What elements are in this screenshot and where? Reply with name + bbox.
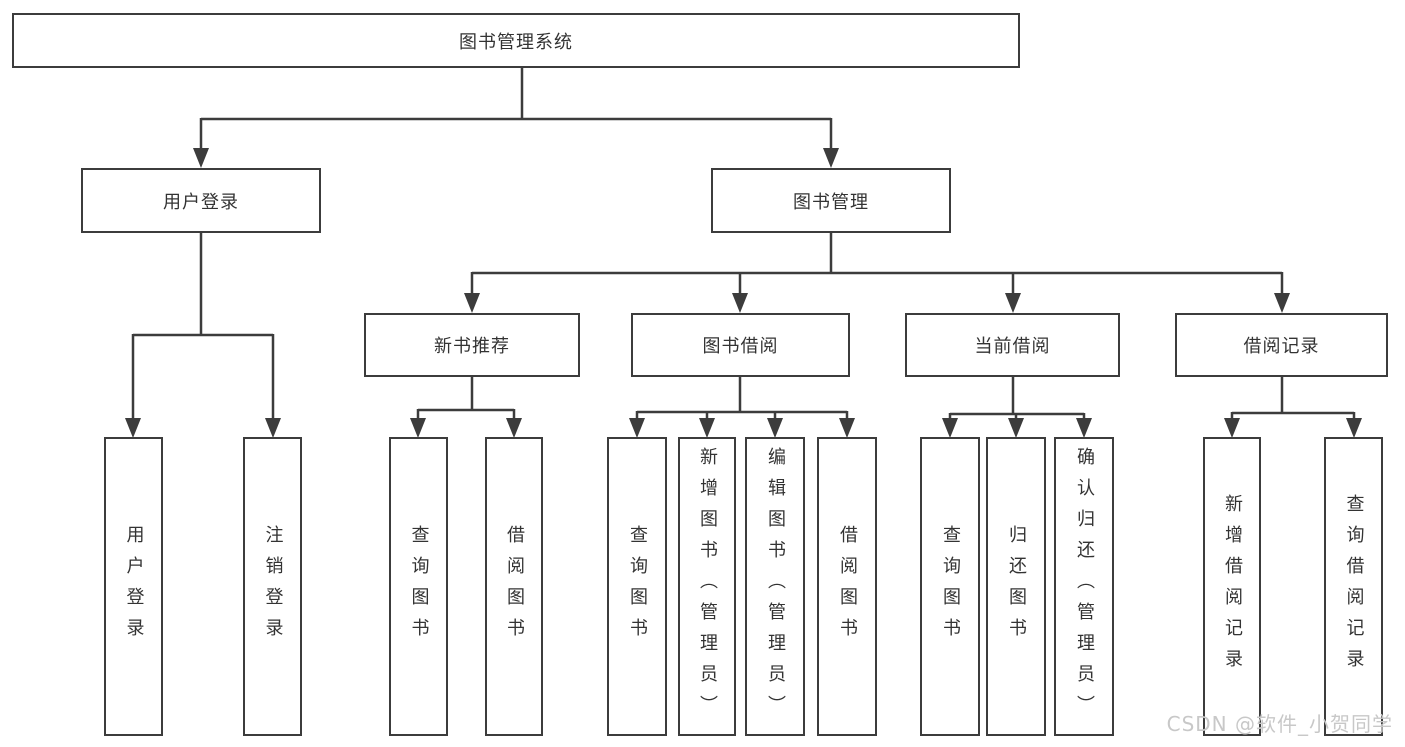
arrow-down-icon xyxy=(125,418,141,438)
leaf-label: 查询图书 xyxy=(627,524,648,649)
arrow-down-icon xyxy=(732,293,748,313)
csdn-watermark: CSDN @软件_小贺同学 xyxy=(1166,712,1393,736)
arrow-down-icon xyxy=(767,418,783,438)
node-book-management: 图书管理 xyxy=(711,168,951,233)
node-label: 图书借阅 xyxy=(702,336,779,357)
leaf-logout: 注销登录 xyxy=(243,437,302,736)
leaf-label: 注销登录 xyxy=(262,524,284,649)
leaf-label: 确认归还（管理员） xyxy=(1074,447,1095,726)
leaf-borrow-books: 借阅图书 xyxy=(817,437,877,736)
leaf-label: 编辑图书（管理员） xyxy=(765,447,786,726)
arrow-down-icon xyxy=(1008,418,1024,438)
node-new-book-recommend: 新书推荐 xyxy=(364,313,580,377)
leaf-add-borrow-record: 新增借阅记录 xyxy=(1203,437,1261,736)
leaf-query-borrow-record: 查询借阅记录 xyxy=(1324,437,1383,736)
arrow-down-icon xyxy=(942,418,958,438)
arrow-down-icon xyxy=(1224,418,1240,438)
leaf-query-books-borrowing: 查询图书 xyxy=(607,437,667,736)
leaf-label: 查询借阅记录 xyxy=(1343,493,1365,680)
leaf-query-books-current: 查询图书 xyxy=(920,437,980,736)
node-label: 用户登录 xyxy=(163,191,239,213)
arrow-down-icon xyxy=(1346,418,1362,438)
leaf-label: 新增图书（管理员） xyxy=(697,447,718,726)
arrow-down-icon xyxy=(1005,293,1021,313)
arrow-down-icon xyxy=(839,418,855,438)
leaf-return-books: 归还图书 xyxy=(986,437,1046,736)
leaf-confirm-return-admin: 确认归还（管理员） xyxy=(1054,437,1114,736)
node-label: 借阅记录 xyxy=(1243,336,1320,357)
leaf-borrow-books-recommend: 借阅图书 xyxy=(485,437,543,736)
leaf-add-books-admin: 新增图书（管理员） xyxy=(678,437,736,736)
leaf-label: 查询图书 xyxy=(940,524,961,649)
node-root-system: 图书管理系统 xyxy=(12,13,1020,68)
node-current-borrowing: 当前借阅 xyxy=(905,313,1120,377)
connector-borrowing-records-to-leaves xyxy=(1230,377,1356,422)
node-label: 图书管理 xyxy=(793,191,869,213)
arrow-down-icon xyxy=(823,148,839,168)
node-label: 新书推荐 xyxy=(434,336,510,357)
connector-book-management-to-level2 xyxy=(470,233,1284,297)
arrow-down-icon xyxy=(265,418,281,438)
arrow-down-icon xyxy=(464,293,480,313)
leaf-user-login: 用户登录 xyxy=(104,437,163,736)
connector-new-book-recommend-to-leaves xyxy=(416,377,516,422)
arrow-down-icon xyxy=(193,148,209,168)
connector-book-borrowing-to-leaves xyxy=(635,377,849,422)
arrow-down-icon xyxy=(1076,418,1092,438)
connector-root-to-level1 xyxy=(199,68,833,152)
arrow-down-icon xyxy=(506,418,522,438)
node-user-login: 用户登录 xyxy=(81,168,321,233)
leaf-edit-books-admin: 编辑图书（管理员） xyxy=(745,437,805,736)
node-borrowing-records: 借阅记录 xyxy=(1175,313,1388,377)
leaf-label: 用户登录 xyxy=(123,524,145,649)
leaf-label: 借阅图书 xyxy=(837,524,858,649)
arrow-down-icon xyxy=(629,418,645,438)
arrow-down-icon xyxy=(699,418,715,438)
connector-user-login-to-leaves xyxy=(131,233,275,422)
arrow-down-icon xyxy=(1274,293,1290,313)
leaf-label: 借阅图书 xyxy=(504,524,525,649)
leaf-label: 查询图书 xyxy=(408,524,430,649)
leaf-query-books-recommend: 查询图书 xyxy=(389,437,448,736)
connector-current-borrowing-to-leaves xyxy=(948,377,1086,422)
leaf-label: 归还图书 xyxy=(1006,524,1027,649)
leaf-label: 新增借阅记录 xyxy=(1222,493,1243,680)
node-label: 当前借阅 xyxy=(974,336,1051,357)
node-book-borrowing: 图书借阅 xyxy=(631,313,850,377)
node-label: 图书管理系统 xyxy=(459,31,573,53)
arrow-down-icon xyxy=(410,418,426,438)
